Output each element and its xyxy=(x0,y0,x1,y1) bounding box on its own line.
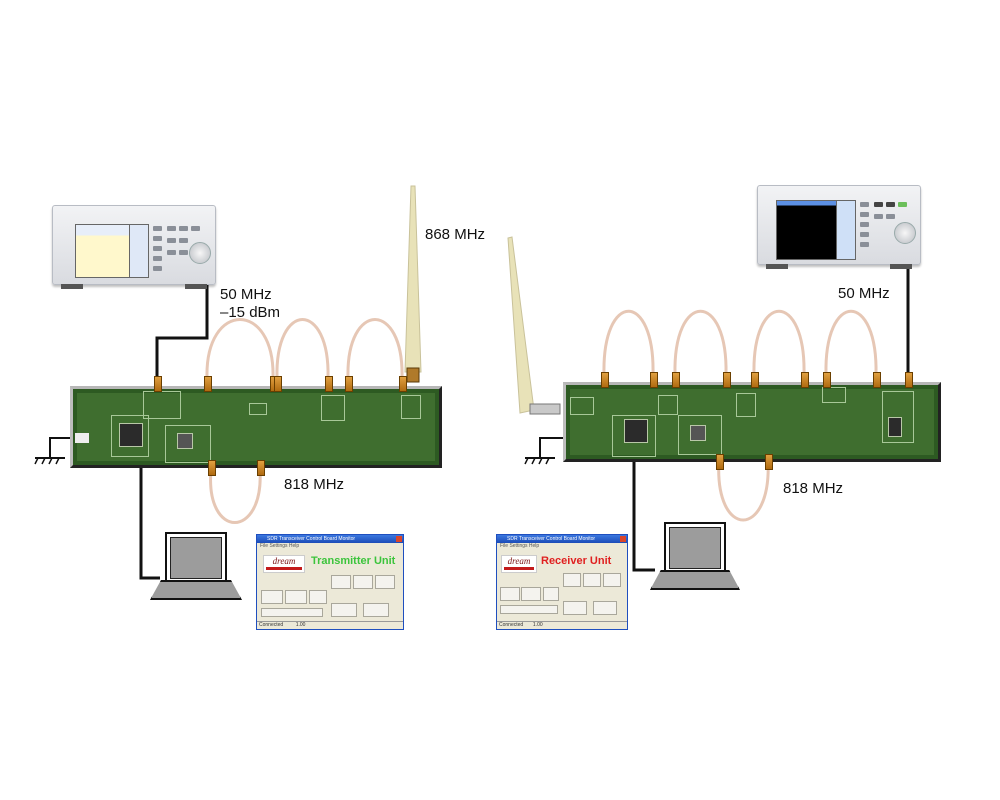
rx-gui-button[interactable] xyxy=(603,573,621,587)
rx-gui-button[interactable] xyxy=(563,601,587,615)
tx-coax-loop-1 xyxy=(205,318,275,379)
rx-spectrum-analyzer xyxy=(757,185,921,269)
analyzer-knob xyxy=(894,222,916,244)
tx-gui-button[interactable] xyxy=(363,603,389,617)
tx-signal-generator xyxy=(52,205,216,289)
rx-coax-loop-1 xyxy=(602,310,655,376)
close-icon[interactable] xyxy=(620,536,626,542)
rx-ground-icon xyxy=(524,457,555,465)
tx-gui-menu[interactable]: File Settings Help xyxy=(260,543,300,549)
close-icon[interactable] xyxy=(396,536,402,542)
rx-gui-button[interactable] xyxy=(543,587,559,601)
tx-gui-button[interactable] xyxy=(353,575,373,589)
rx-coax-loop-4 xyxy=(824,310,878,376)
rx-gui-button[interactable] xyxy=(583,573,601,587)
tx-ground-wire xyxy=(49,437,72,458)
tx-generator-freq-label: 50 MHz xyxy=(220,286,272,303)
rx-coax-loop-818 xyxy=(717,459,770,522)
tx-pcb-board xyxy=(70,386,442,468)
rx-unit-title: Receiver Unit xyxy=(541,555,612,567)
tx-gui-button[interactable] xyxy=(285,590,307,604)
rx-gui-button[interactable] xyxy=(500,587,520,601)
tx-chip xyxy=(119,423,143,447)
rx-pcb-board xyxy=(563,382,941,462)
tx-gui-statusbar: Connected 1.00 xyxy=(257,621,403,629)
generator-softkeys xyxy=(129,224,149,278)
rx-coax-loop-2 xyxy=(673,309,728,376)
tx-coax-loop-2 xyxy=(275,318,330,379)
tx-gui-button[interactable] xyxy=(331,575,351,589)
tx-ground-icon xyxy=(34,457,65,465)
tx-laptop-cable xyxy=(139,466,160,580)
rx-if-freq-label: 818 MHz xyxy=(783,480,844,497)
rx-ground-wire xyxy=(539,437,565,458)
tx-antenna-freq-label: 868 MHz xyxy=(425,226,486,243)
dream-logo: dream xyxy=(263,555,305,573)
rx-gui-window[interactable]: SDR Transceiver Control Board Monitor Fi… xyxy=(496,534,628,630)
generator-knob xyxy=(189,242,211,264)
rx-gui-menu[interactable]: File Settings Help xyxy=(500,543,540,549)
rx-analyzer-freq-label: 50 MHz xyxy=(838,285,890,302)
rx-chip xyxy=(624,419,648,443)
rx-gui-button[interactable] xyxy=(521,587,541,601)
tx-coax-loop-3 xyxy=(346,318,404,379)
tx-gui-button[interactable] xyxy=(261,590,283,604)
rx-gui-titlebar[interactable]: SDR Transceiver Control Board Monitor xyxy=(497,535,627,543)
rx-gui-button[interactable] xyxy=(593,601,617,615)
rx-gui-button[interactable] xyxy=(563,573,581,587)
tx-generator-cable xyxy=(155,282,209,378)
tx-coax-loop-818 xyxy=(209,469,262,524)
tx-antenna xyxy=(404,185,422,373)
tx-gui-button[interactable] xyxy=(309,590,327,604)
tx-gui-button[interactable] xyxy=(261,608,323,617)
tx-gui-window[interactable]: SDR Transceiver Control Board Monitor Fi… xyxy=(256,534,404,630)
analyzer-softkeys xyxy=(836,200,856,260)
tx-if-freq-label: 818 MHz xyxy=(284,476,345,493)
tx-gui-button[interactable] xyxy=(331,603,357,617)
tx-gui-titlebar[interactable]: SDR Transceiver Control Board Monitor xyxy=(257,535,403,543)
tx-unit-title: Transmitter Unit xyxy=(311,555,396,567)
rx-antenna xyxy=(507,236,535,414)
rx-gui-button[interactable] xyxy=(500,605,558,614)
tx-generator-power-label: –15 dBm xyxy=(220,304,281,321)
dream-logo: dream xyxy=(501,555,537,573)
tx-gui-button[interactable] xyxy=(375,575,395,589)
rx-gui-statusbar: Connected 1.00 xyxy=(497,621,627,629)
rx-laptop-cable xyxy=(632,458,655,572)
rx-coax-loop-3 xyxy=(752,310,806,376)
